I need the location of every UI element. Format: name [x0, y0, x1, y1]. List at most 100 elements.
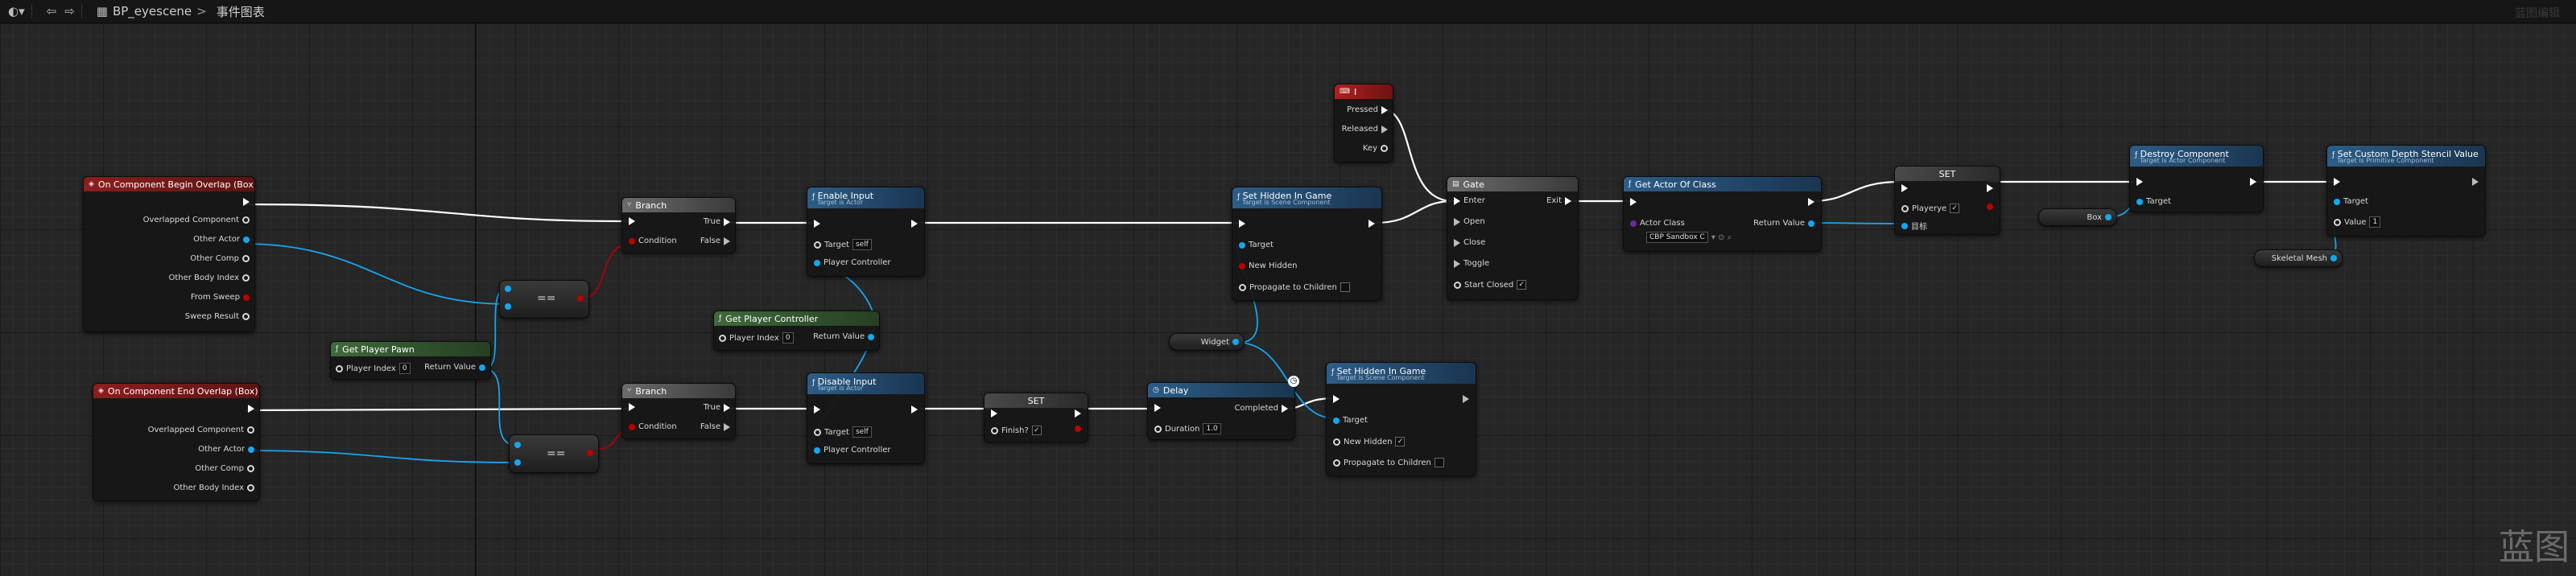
exec-in-pin[interactable]	[1630, 198, 1637, 206]
exec-out-pin[interactable]	[243, 198, 250, 206]
destroy-component-node[interactable]: ƒ Destroy Component Target is Actor Comp…	[2129, 145, 2264, 212]
pin-propagate[interactable]: Propagate to Children	[1333, 458, 1444, 467]
pin-target[interactable]: Target	[1239, 241, 1274, 249]
propagate-checkbox[interactable]	[1434, 458, 1444, 467]
exec-out-pin[interactable]	[1808, 198, 1814, 206]
pin-target[interactable]: Target	[1333, 416, 1368, 425]
pin-start-closed[interactable]: Start Closed✓	[1454, 280, 1527, 290]
pin-player-controller[interactable]: Player Controller	[814, 446, 891, 455]
get-actor-of-class-node[interactable]: ƒ Get Actor Of Class Actor Class Return …	[1623, 176, 1822, 252]
equals-node-bottom[interactable]: ==	[509, 434, 599, 473]
pin-toggle[interactable]: Toggle	[1454, 259, 1489, 268]
duration-input[interactable]: 1.0	[1203, 423, 1221, 434]
pin-return-value[interactable]: Return Value	[813, 332, 874, 341]
forward-arrow-icon[interactable]: ⇨	[64, 4, 75, 19]
pin-b[interactable]	[514, 459, 521, 466]
finish-checkbox[interactable]: ✓	[1031, 426, 1042, 435]
begin-overlap-event-node[interactable]: ◈ On Component Begin Overlap (Box) Overl…	[83, 176, 255, 332]
exec-in-pin[interactable]	[991, 409, 997, 418]
exec-out-pin[interactable]	[1463, 395, 1469, 403]
exec-in-pin[interactable]	[1239, 220, 1245, 228]
exec-out-pin[interactable]	[911, 220, 918, 228]
pin-a[interactable]	[514, 442, 521, 448]
pin-new-hidden[interactable]: New Hidden✓	[1333, 437, 1406, 446]
exec-in-pin[interactable]	[1901, 184, 1908, 192]
value-input[interactable]: 1	[2369, 216, 2381, 228]
pin-from-sweep[interactable]: From Sweep	[191, 293, 250, 302]
pin-sweep-result[interactable]: Sweep Result	[185, 312, 250, 321]
box-variable-node[interactable]: Box	[2038, 208, 2117, 226]
set-playerye-node[interactable]: SET Playerye✓ 目标	[1894, 166, 2000, 235]
breadcrumb-graph[interactable]: 事件图表	[216, 4, 265, 19]
exec-out-pin[interactable]	[1075, 409, 1081, 418]
key-i-event-node[interactable]: ⌨ I Pressed Released Key	[1334, 84, 1393, 163]
pin-b[interactable]	[505, 303, 511, 310]
pin-overlapped-component[interactable]: Overlapped Component	[143, 216, 250, 224]
pin-propagate[interactable]: Propagate to Children	[1239, 282, 1350, 292]
settings-icon[interactable]: ◐▾	[8, 4, 25, 19]
set-custom-depth-stencil-node[interactable]: ƒ Set Custom Depth Stencil Value Target …	[2326, 145, 2486, 237]
pin-condition[interactable]: Condition	[629, 237, 677, 245]
pin-other-actor[interactable]: Other Actor	[193, 235, 250, 244]
set-hidden-in-game-node-bottom[interactable]: ƒ Set Hidden In Game Target is Scene Com…	[1326, 362, 1476, 476]
exec-out-pin[interactable]	[911, 405, 918, 413]
pin-other-comp[interactable]: Other Comp	[190, 254, 250, 263]
exec-in-pin[interactable]	[2136, 178, 2143, 186]
pin-condition[interactable]: Condition	[629, 422, 677, 431]
pin-exit[interactable]: Exit	[1546, 196, 1571, 205]
exec-in-pin[interactable]	[1333, 395, 1340, 403]
playerye-checkbox[interactable]: ✓	[1950, 204, 1960, 213]
exec-in-pin[interactable]	[814, 220, 820, 228]
exec-in-pin[interactable]	[629, 217, 635, 225]
pin-target[interactable]: Target	[2334, 197, 2368, 206]
pin-completed[interactable]: Completed	[1234, 404, 1288, 413]
actor-class-select[interactable]: CBP Sandbox C▾ ⊙ ⌕	[1646, 232, 1732, 243]
branch-node-bottom[interactable]: ⑂ Branch Condition True False	[621, 383, 736, 439]
pin-key[interactable]: Key	[1363, 144, 1388, 153]
propagate-checkbox[interactable]	[1340, 282, 1350, 292]
set-hidden-in-game-node-top[interactable]: ƒ Set Hidden In Game Target is Scene Com…	[1232, 187, 1382, 301]
exec-in-pin[interactable]	[629, 403, 635, 411]
exec-out-pin[interactable]	[2472, 178, 2479, 186]
player-index-input[interactable]: 0	[398, 363, 411, 374]
pin-result[interactable]	[587, 450, 593, 456]
pin-other-body-index[interactable]: Other Body Index	[168, 274, 250, 282]
equals-node-top[interactable]: ==	[499, 280, 589, 319]
skeletal-mesh-variable-node[interactable]: Skeletal Mesh	[2254, 249, 2343, 267]
gate-node[interactable]: ▤ Gate Enter Exit Open Close Toggle Star…	[1447, 176, 1579, 300]
pin-enter[interactable]: Enter	[1454, 196, 1485, 205]
pin-result[interactable]	[577, 295, 584, 302]
pin-close[interactable]: Close	[1454, 238, 1485, 247]
pin-playerye-out[interactable]	[1987, 204, 1993, 210]
pin-target[interactable]: Target	[2136, 197, 2171, 206]
exec-out-pin[interactable]	[248, 405, 254, 413]
player-index-input[interactable]: 0	[782, 332, 794, 344]
pin-open[interactable]: Open	[1454, 217, 1485, 226]
exec-in-pin[interactable]	[2334, 178, 2340, 186]
pin-finish-out[interactable]	[1075, 426, 1081, 432]
pin-actor-class[interactable]: Actor Class	[1630, 219, 1685, 228]
pin-true[interactable]: True	[704, 403, 730, 412]
exec-in-pin[interactable]	[814, 405, 820, 413]
set-finish-node[interactable]: SET Finish?✓	[984, 393, 1088, 442]
pin-released[interactable]: Released	[1342, 125, 1388, 134]
exec-out-pin[interactable]	[1987, 184, 1993, 192]
widget-variable-node[interactable]: Widget	[1169, 333, 1245, 351]
pin-false[interactable]: False	[700, 237, 730, 245]
breadcrumb-blueprint[interactable]: BP_eyescene	[112, 4, 192, 19]
pin-true[interactable]: True	[704, 217, 730, 226]
end-overlap-event-node[interactable]: ◈ On Component End Overlap (Box) Overlap…	[93, 383, 260, 501]
start-closed-checkbox[interactable]: ✓	[1517, 280, 1527, 290]
pin-new-hidden[interactable]: New Hidden	[1239, 261, 1297, 270]
target-input[interactable]: self	[852, 239, 872, 250]
pin-player-controller[interactable]: Player Controller	[814, 258, 891, 267]
